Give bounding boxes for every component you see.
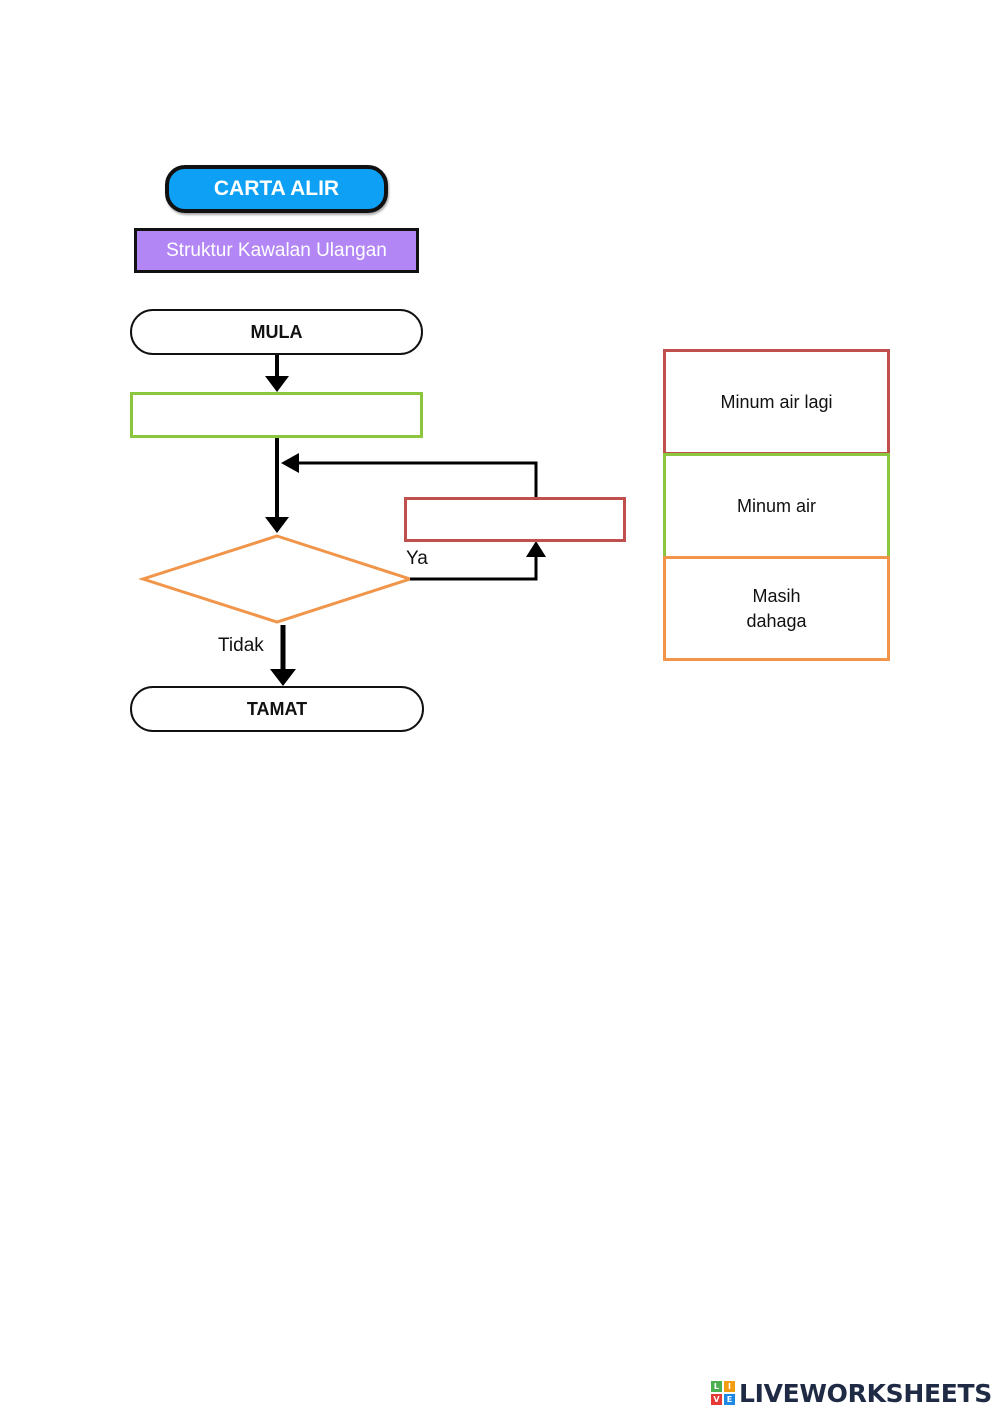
option-card-minum-air-lagi[interactable]: Minum air lagi bbox=[663, 349, 890, 455]
arrow-yes-to-loop bbox=[410, 556, 538, 581]
arrow-yes-to-loop-head bbox=[526, 541, 546, 557]
loop-drop-box[interactable] bbox=[404, 497, 626, 542]
process-drop-box[interactable] bbox=[130, 392, 423, 438]
logo-letter: E bbox=[723, 1394, 735, 1405]
liveworksheets-logo: L I V E LIVEWORKSHEETS bbox=[710, 1377, 992, 1409]
page-subtitle: Struktur Kawalan Ulangan bbox=[134, 228, 419, 273]
logo-letter: V bbox=[710, 1394, 722, 1405]
logo-text: LIVEWORKSHEETS bbox=[738, 1378, 992, 1408]
arrow-process-to-decision-head bbox=[265, 517, 289, 533]
page-title: CARTA ALIR bbox=[165, 165, 388, 213]
logo-mark-icon: L I V E bbox=[710, 1381, 735, 1405]
arrow-loop-back-head bbox=[281, 453, 299, 473]
yes-label: Ya bbox=[406, 548, 428, 569]
decision-diamond[interactable] bbox=[138, 534, 415, 624]
flowchart-connectors bbox=[138, 355, 546, 686]
arrow-start-to-process-head bbox=[265, 376, 289, 392]
no-label: Tidak bbox=[218, 635, 264, 656]
option-card-masih-dahaga[interactable]: Masih dahaga bbox=[663, 556, 890, 661]
start-terminal: MULA bbox=[130, 309, 423, 355]
arrow-loop-back bbox=[298, 461, 538, 498]
end-terminal: TAMAT bbox=[130, 686, 424, 732]
arrow-no-to-end-head bbox=[270, 669, 296, 686]
logo-letter: I bbox=[723, 1381, 735, 1392]
option-card-minum-air[interactable]: Minum air bbox=[663, 453, 890, 559]
logo-letter: L bbox=[710, 1381, 722, 1392]
